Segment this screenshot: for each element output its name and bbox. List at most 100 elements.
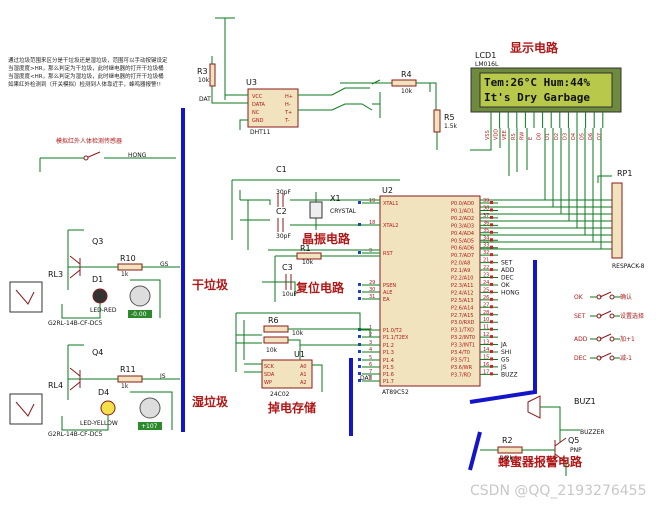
mcu-right-pin-number: 22: [483, 265, 489, 271]
ir-sensor-switch: 模拟红外人体检测传感器 HONG: [39, 137, 176, 172]
mcu-right-pin-label: P0.5/AD5: [451, 238, 474, 244]
buz-model: BUZZER: [580, 429, 605, 436]
x1-symbol: [309, 201, 323, 219]
lcd-pin-label: VSS: [485, 130, 491, 140]
dht-model: DHT11: [250, 129, 271, 136]
d1-ref: D1: [92, 275, 103, 284]
lcd-pin-label: D1: [545, 133, 551, 140]
mcu-right-pin-label: P2.4/A12: [451, 290, 473, 296]
lcd-pin-label: D7: [597, 133, 603, 140]
mcu-right-pin-marker: [490, 350, 493, 353]
key-contact: [609, 355, 615, 361]
bus-right: [469, 260, 537, 404]
mcu-left-pin-number: 3: [369, 340, 372, 346]
note-line-2: 当湿度度>HR，那么判定为干垃圾，此时继电器的打开干垃圾桶: [8, 64, 164, 72]
mcu-left-pin-number: 4: [369, 347, 372, 353]
u1-body: [261, 359, 313, 389]
r4-body: [391, 79, 417, 87]
title-reset-circuit: 复位电路: [295, 280, 345, 295]
mcu-right-pin-marker: [490, 230, 493, 234]
dht11-sensor: U3 VCC DATA NC GND H+ H- T+ T- DHT11: [215, 17, 431, 136]
mcu-dat-net: DAT: [360, 375, 372, 382]
mcu-right-pin-marker: [490, 282, 493, 286]
dht-pin-h-minus: H-: [285, 102, 291, 108]
mcu-left-pin-number: 5: [369, 355, 372, 361]
lcd-model: LM016L: [475, 61, 499, 68]
mcu-left-pin-marker: [358, 372, 361, 375]
x1-value: CRYSTAL: [330, 208, 357, 215]
lcd-pin-label: RS: [511, 133, 517, 140]
r2-ref: R2: [502, 436, 513, 445]
note-line-3: 当湿度度<HR，那么判定为湿垃圾，此时继电器的打开干垃圾桶: [8, 72, 164, 80]
mcu-right-pin-label: P3.1/TXD: [451, 328, 474, 334]
mcu-right-pin-number: 13: [483, 340, 489, 346]
mcu-right-pin-marker: [490, 342, 493, 346]
buzzer-circuit: BUZ1 BUZZER Q5 PNP R2 2.2k: [480, 395, 605, 476]
rl4-body: [9, 393, 43, 425]
r10-value: 1k: [121, 271, 129, 278]
mcu-right-pin-number: 26: [483, 295, 489, 301]
mcu-left-pins: XTAL119XTAL218RST9PSEN29ALE30EA31P1.0/T2…: [358, 198, 409, 385]
wet-motor-display: [138, 422, 162, 430]
r6-value: 10k: [266, 347, 278, 354]
key-function-label: 加+1: [620, 335, 635, 343]
rl3-body: [9, 281, 43, 313]
r10-ref: R10: [120, 254, 136, 263]
lcd-ref: LCD1: [475, 51, 496, 60]
r5-ref: R5: [444, 113, 455, 122]
mcu-right-pin-number: 38: [483, 205, 489, 211]
q3-ref: Q3: [92, 237, 103, 246]
resistor-r4: R4 10k: [391, 70, 437, 110]
key-switch-symbol: [599, 310, 612, 317]
mcu-left-pin-label: P1.4: [383, 358, 394, 364]
mcu-left-pin-number: 8: [369, 376, 372, 382]
mcu-right-pin-number: 15: [483, 354, 489, 360]
dht-ref: U3: [246, 78, 257, 87]
lcd-pin-label: D6: [588, 133, 594, 140]
key-switch-symbol: [599, 333, 612, 340]
mcu-right-net-label: BUZZ: [501, 371, 518, 378]
mcu-right-pin-label: P0.4/AD4: [451, 231, 474, 237]
mcu-right-net-label: GS: [501, 356, 510, 363]
mcu-right-pin-number: 23: [483, 273, 489, 279]
dht-data-net: DAT: [199, 96, 211, 103]
dry-gs-net: GS: [160, 261, 169, 268]
q4-symbol: [69, 367, 81, 391]
mcu-right-pin-number: 17: [483, 369, 489, 375]
lcd-line-2: It's Dry Garbage: [484, 91, 590, 104]
ir-switch-contact: [83, 155, 89, 161]
wet-motor: [139, 397, 161, 419]
wet-js-net: JS: [159, 373, 166, 380]
r6-ref: R6: [268, 316, 279, 325]
r11-ref: R11: [120, 365, 136, 374]
key-net-label: DEC: [574, 355, 587, 362]
mcu-left-pin-number: 30: [369, 287, 375, 293]
mcu-right-pin-number: 39: [483, 198, 489, 204]
key-switch-symbol: [599, 291, 612, 298]
rl4-model: G2RL-14B-CF-DC5: [48, 431, 103, 438]
u1-pin-a1: A1: [300, 372, 307, 378]
r5-body: [433, 109, 441, 133]
mcu-right-pin-marker: [490, 290, 493, 294]
q3-symbol: [69, 255, 81, 279]
lcd-pin-label: VEE: [502, 130, 508, 140]
r4-value: 10k: [401, 88, 413, 95]
ir-sensor-label: 模拟红外人体检测传感器: [56, 137, 122, 145]
mcu-left-pin-label: P1.6: [383, 372, 394, 378]
rl3-model: G2RL-14B-CF-DC5: [48, 320, 103, 327]
resistor-pack-rp1: RP1 RESPACK-8: [597, 169, 645, 270]
lcd-module: LCD1 LM016L Tem:26°C Hum:44% It's Dry Ga…: [470, 51, 622, 140]
dry-motor: [129, 285, 151, 307]
dht-pin-vcc: VCC: [252, 94, 263, 100]
wet-motor-value: +107: [141, 423, 158, 430]
title-dry-garbage: 干垃圾: [192, 277, 229, 292]
mcu-right-pin-label: P2.2/A10: [451, 276, 473, 282]
lcd-line-1: Tem:26°C Hum:44%: [484, 76, 590, 89]
dht-pin-h-plus: H+: [285, 94, 293, 100]
mcu-left-pin-marker: [358, 365, 361, 368]
rl3-ref: RL3: [48, 270, 63, 279]
mcu-right-pin-marker: [490, 245, 493, 249]
